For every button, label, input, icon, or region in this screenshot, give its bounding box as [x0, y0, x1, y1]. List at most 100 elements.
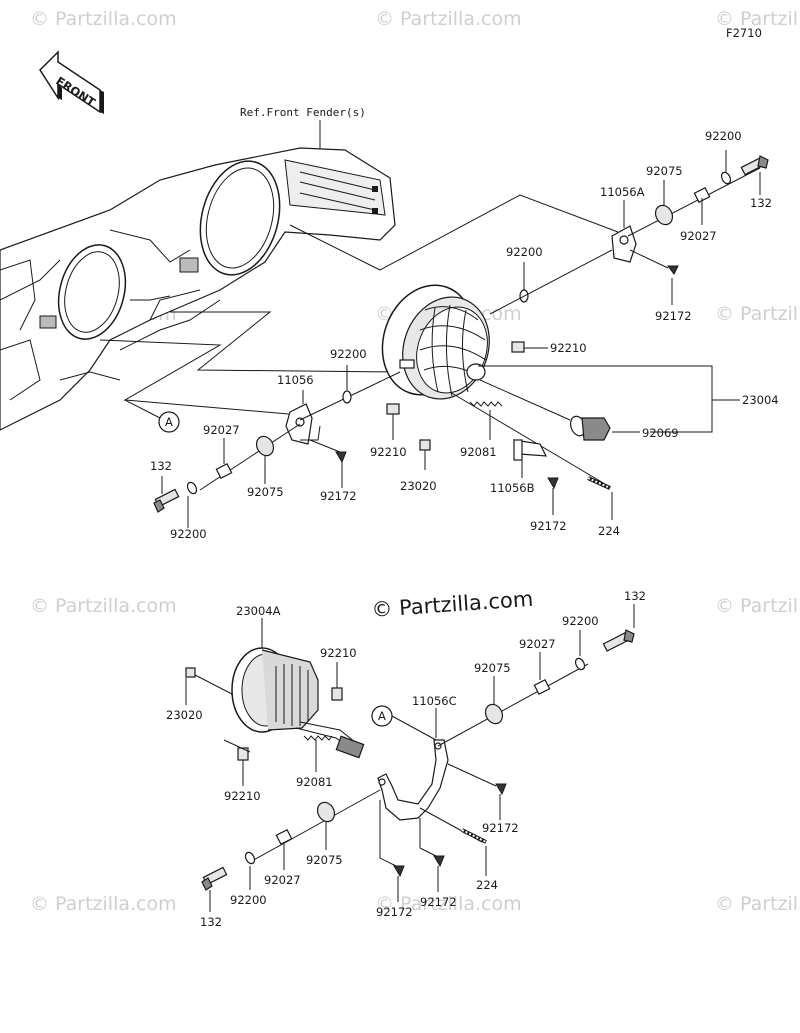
part-label-92075: 92075 — [247, 485, 284, 499]
bolt-132-upper — [740, 155, 769, 176]
headlight-unit-23004 — [381, 284, 490, 400]
reference-marker-a: A — [158, 411, 180, 433]
collar-92027 — [533, 679, 551, 695]
screw-92172 — [667, 265, 679, 275]
part-label-224: 224 — [598, 524, 620, 538]
clip-92210 — [237, 747, 249, 761]
figure-code: F2710 — [726, 26, 762, 40]
part-label-92172: 92172 — [376, 905, 413, 919]
washer-92200 — [720, 171, 732, 185]
washer-92200 — [342, 390, 352, 404]
bolt-132-left — [153, 488, 180, 513]
part-label-92210: 92210 — [224, 789, 261, 803]
part-label-23020: 23020 — [400, 479, 437, 493]
bracket-11056C — [377, 739, 449, 821]
washer-92200 — [574, 657, 586, 671]
part-label-92069: 92069 — [642, 426, 679, 440]
part-label-132: 132 — [200, 915, 222, 929]
ref-front-fender-note: Ref.Front Fender(s) — [240, 106, 366, 119]
grommet-92075 — [484, 703, 504, 725]
part-label-92172: 92172 — [655, 309, 692, 323]
collar-92027 — [275, 829, 293, 845]
bulb-socket-92069 — [479, 379, 611, 441]
part-label-92172: 92172 — [530, 519, 567, 533]
bracket-11056B — [513, 439, 548, 461]
front-arrow-icon: FRONT — [39, 50, 104, 114]
nut-23020 — [185, 667, 196, 678]
part-label-92081: 92081 — [460, 445, 497, 459]
collar-92027 — [693, 187, 711, 203]
part-label-11056A: 11056A — [600, 185, 645, 199]
part-label-92172: 92172 — [482, 821, 519, 835]
watermark-text: © Partzilla.com — [30, 893, 177, 915]
part-label-92200: 92200 — [506, 245, 543, 259]
spring-92081 — [303, 735, 333, 741]
watermark-text: © Partzilla.com — [715, 893, 800, 915]
watermark-text: © Partzilla.com — [715, 8, 800, 30]
reference-marker-a: A — [371, 705, 393, 727]
bolt-224-upper — [587, 476, 611, 490]
part-label-23020: 23020 — [166, 708, 203, 722]
watermark-main: © Partzilla.com — [371, 587, 534, 622]
part-label-92200: 92200 — [705, 129, 742, 143]
washer-92200 — [186, 481, 198, 495]
part-label-92075: 92075 — [306, 853, 343, 867]
washer-92200 — [244, 851, 256, 865]
part-label-11056C: 11056C — [412, 694, 457, 708]
clip-92210 — [331, 687, 343, 701]
grommet-92075 — [316, 801, 336, 823]
part-label-92172: 92172 — [420, 895, 457, 909]
part-label-92200: 92200 — [562, 614, 599, 628]
screw-92172 — [495, 783, 507, 796]
part-label-92210: 92210 — [550, 341, 587, 355]
part-label-23004A: 23004A — [236, 604, 281, 618]
part-label-11056: 11056 — [277, 373, 314, 387]
watermark-text: © Partzilla.com — [715, 595, 800, 617]
clip-92210 — [386, 403, 400, 415]
watermark-text: © Partzilla.com — [715, 303, 800, 325]
watermark-text: © Partzilla.com — [30, 8, 177, 30]
spring-92081 — [469, 401, 503, 407]
part-label-92027: 92027 — [264, 873, 301, 887]
part-label-92027: 92027 — [680, 229, 717, 243]
part-label-92172: 92172 — [320, 489, 357, 503]
grommet-92075 — [255, 435, 275, 457]
part-label-132: 132 — [150, 459, 172, 473]
led-headlight-unit-23004A — [231, 647, 365, 759]
bolt-224-lower — [461, 828, 487, 844]
part-label-92210: 92210 — [370, 445, 407, 459]
part-label-92210: 92210 — [320, 646, 357, 660]
screw-92172 — [335, 451, 347, 464]
front-fender-illustration — [0, 147, 396, 431]
part-label-92081: 92081 — [296, 775, 333, 789]
part-label-23004: 23004 — [742, 393, 779, 407]
watermark-text: © Partzilla.com — [375, 893, 522, 915]
part-label-92027: 92027 — [519, 637, 556, 651]
part-label-224: 224 — [476, 878, 498, 892]
bolt-132-lower — [201, 866, 228, 891]
part-label-92200: 92200 — [230, 893, 267, 907]
collar-92027 — [215, 463, 233, 479]
part-label-132: 132 — [624, 589, 646, 603]
watermarks: © Partzilla.com © Partzilla.com © Partzi… — [30, 8, 800, 915]
part-label-92200: 92200 — [330, 347, 367, 361]
part-label-92027: 92027 — [203, 423, 240, 437]
part-label-92075: 92075 — [474, 661, 511, 675]
part-label-132: 132 — [750, 196, 772, 210]
clip-92210 — [511, 341, 525, 353]
part-label-11056B: 11056B — [490, 481, 535, 495]
nut-23020 — [419, 439, 431, 451]
part-label-92075: 92075 — [646, 164, 683, 178]
watermark-text: © Partzilla.com — [30, 595, 177, 617]
screw-92172 — [547, 477, 559, 490]
grommet-92075 — [654, 204, 674, 226]
svg-text:A: A — [165, 415, 173, 429]
screw-92172 — [433, 855, 445, 868]
bracket-11056 — [285, 403, 321, 445]
bolt-132-right — [602, 629, 635, 652]
part-label-92200: 92200 — [170, 527, 207, 541]
screw-92172 — [393, 865, 405, 878]
svg-text:A: A — [378, 709, 386, 723]
watermark-text: © Partzilla.com — [375, 8, 522, 30]
